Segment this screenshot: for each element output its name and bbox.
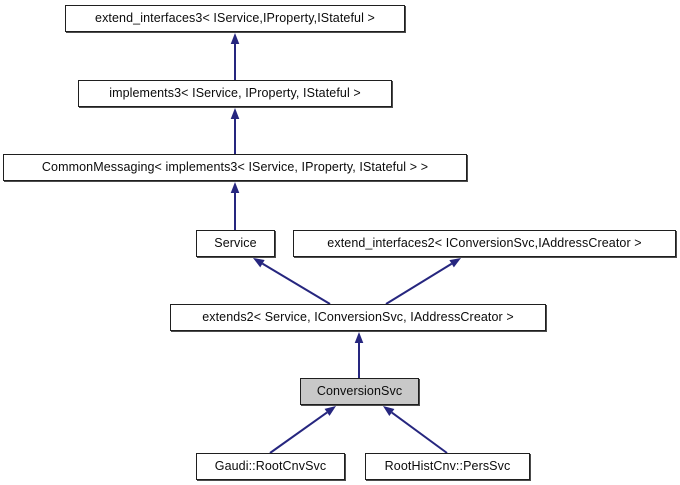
- class-node-roothistcnv_perssvc[interactable]: RootHistCnv::PersSvc: [365, 453, 530, 480]
- arrowhead-icon: [230, 182, 240, 193]
- arrowhead-icon: [230, 33, 240, 44]
- arrowhead-icon: [354, 332, 364, 343]
- inheritance-edge-service-to-common_messaging: [230, 182, 240, 230]
- class-node-label: extends2< Service, IConversionSvc, IAddr…: [202, 310, 514, 325]
- class-node-implements3[interactable]: implements3< IService, IProperty, IState…: [78, 80, 392, 107]
- arrowhead-icon: [383, 406, 395, 416]
- inheritance-edge-gaudi_rootcnvsvc-to-conversion_svc: [269, 406, 336, 454]
- class-node-label: extend_interfaces3< IService,IProperty,I…: [95, 11, 375, 26]
- class-node-extend_interfaces2[interactable]: extend_interfaces2< IConversionSvc,IAddr…: [293, 230, 676, 257]
- class-node-label: Gaudi::RootCnvSvc: [214, 459, 327, 474]
- arrowhead-icon: [449, 258, 461, 268]
- inheritance-edge-conversion_svc-to-extends2: [354, 332, 364, 378]
- inheritance-edge-roothistcnv_perssvc-to-conversion_svc: [383, 406, 448, 454]
- class-node-gaudi_rootcnvsvc[interactable]: Gaudi::RootCnvSvc: [196, 453, 345, 480]
- inheritance-edge-common_messaging-to-implements3: [230, 108, 240, 154]
- class-node-extends2[interactable]: extends2< Service, IConversionSvc, IAddr…: [170, 304, 546, 331]
- class-node-label: CommonMessaging< implements3< IService, …: [41, 160, 429, 175]
- class-node-label: RootHistCnv::PersSvc: [384, 459, 511, 474]
- class-node-common_messaging[interactable]: CommonMessaging< implements3< IService, …: [3, 154, 467, 181]
- class-node-service[interactable]: Service: [196, 230, 275, 257]
- class-node-label: ConversionSvc: [316, 384, 403, 399]
- class-node-conversion_svc[interactable]: ConversionSvc: [300, 378, 419, 405]
- class-node-label: Service: [214, 236, 257, 251]
- class-node-label: extend_interfaces2< IConversionSvc,IAddr…: [327, 236, 642, 251]
- arrowhead-icon: [324, 406, 336, 416]
- class-node-extend_interfaces3[interactable]: extend_interfaces3< IService,IProperty,I…: [65, 5, 405, 32]
- inheritance-edge-extends2-to-extend_interfaces2: [385, 258, 461, 305]
- class-node-label: implements3< IService, IProperty, IState…: [109, 86, 361, 101]
- inheritance-edge-implements3-to-extend_interfaces3: [230, 33, 240, 80]
- inheritance-edge-extends2-to-service: [253, 258, 331, 305]
- arrowhead-icon: [230, 108, 240, 119]
- arrowhead-icon: [253, 258, 265, 268]
